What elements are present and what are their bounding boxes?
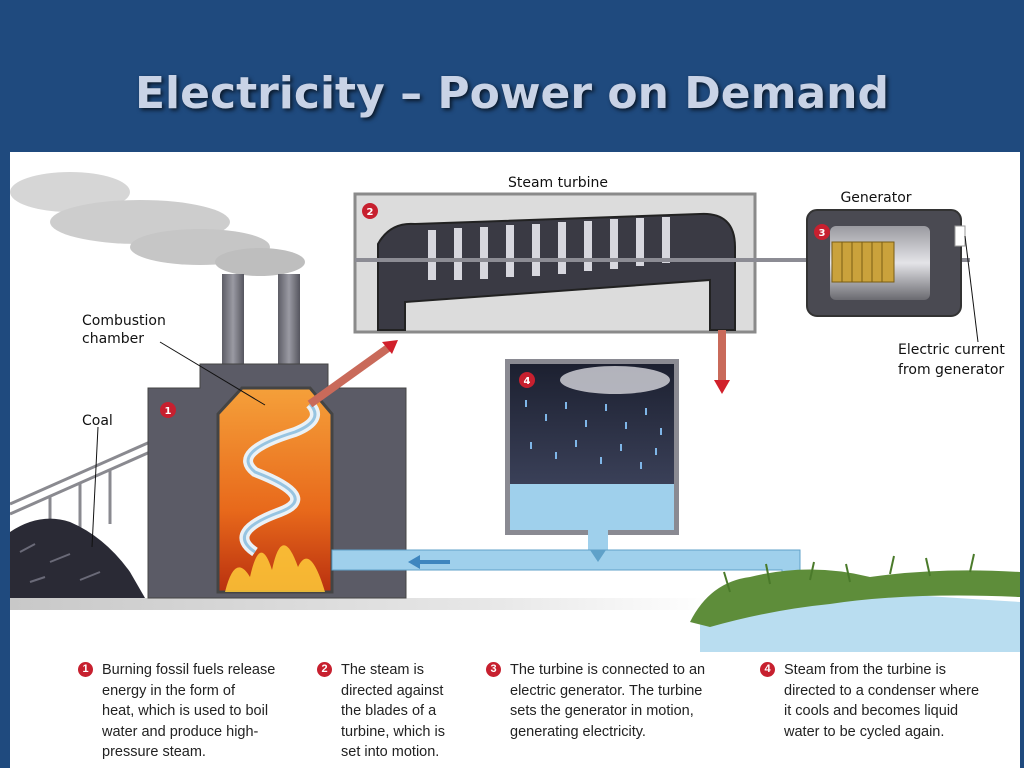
caption-2-line: set into motion. — [341, 744, 440, 760]
flames — [225, 545, 325, 592]
label-combustion-line1: Combustion — [82, 313, 166, 329]
water-arrow-left — [408, 555, 450, 569]
svg-text:2: 2 — [367, 207, 374, 218]
caption-1-number: 1 — [78, 662, 93, 677]
slide-title: Electricity – Power on Demand — [135, 68, 889, 119]
caption-3-line: electric generator. The turbine — [510, 682, 703, 699]
condensation-drops — [525, 400, 662, 469]
electric-pointer — [964, 235, 979, 343]
caption-3-text: The turbine is connected to an electric … — [510, 660, 705, 742]
condenser-water — [510, 484, 674, 530]
condenser-steam — [560, 366, 670, 394]
caption-2-line: directed against — [341, 682, 444, 699]
diagram-svg: Steam turbine Generator Combustion chamb… — [10, 172, 1020, 652]
caption-1-line: pressure steam. — [102, 744, 206, 760]
caption-3-number: 3 — [486, 662, 501, 677]
svg-text:1: 1 — [165, 406, 172, 417]
caption-1-line: heat, which is used to boil — [102, 703, 269, 719]
turbine-blades — [428, 217, 670, 280]
grass-bank — [690, 569, 1020, 627]
caption-2-line: the blades of a — [341, 703, 437, 719]
power-plant-diagram: Steam turbine Generator Combustion chamb… — [10, 152, 1020, 768]
caption-2-number: 2 — [317, 662, 332, 677]
smokestack-left — [222, 274, 244, 364]
caption-4-line: water to be cycled again. — [784, 723, 945, 740]
caption-2-text: The steam is directed against the blades… — [341, 660, 445, 763]
caption-4-line: Steam from the turbine is — [784, 662, 946, 678]
steam-arrow-down — [714, 380, 730, 394]
water-arrow-down — [590, 550, 606, 562]
label-combustion-line2: chamber — [82, 331, 144, 347]
steam-arrow-up — [382, 340, 398, 354]
caption-1-line: Burning fossil fuels release — [102, 662, 276, 678]
smokestack-right — [278, 274, 300, 364]
ground — [10, 598, 710, 610]
marker-3: 3 — [814, 224, 830, 240]
caption-4-line: it cools and becomes liquid — [784, 703, 959, 719]
grass-blades — [723, 553, 975, 593]
svg-text:4: 4 — [524, 376, 531, 387]
label-coal: Coal — [82, 413, 113, 429]
label-steam-turbine: Steam turbine — [508, 175, 608, 191]
caption-3-line: sets the generator in motion, — [510, 703, 694, 719]
coal-texture — [19, 543, 101, 583]
caption-4-line: directed to a condenser where — [784, 682, 980, 699]
caption-2-line: The steam is — [341, 662, 424, 678]
caption-4-text: Steam from the turbine is directed to a … — [784, 660, 979, 742]
generator-terminal — [954, 225, 966, 247]
caption-2-line: turbine, which is — [341, 723, 445, 740]
caption-1-text: Burning fossil fuels release energy in t… — [102, 660, 275, 763]
marker-2: 2 — [362, 203, 378, 219]
svg-text:3: 3 — [819, 228, 826, 239]
caption-4-number: 4 — [760, 662, 775, 677]
label-electric-line2: from generator — [898, 362, 1004, 378]
coal-pile — [10, 518, 145, 598]
generator-rotor — [831, 241, 895, 283]
caption-1-line: water and produce high- — [102, 723, 259, 740]
marker-4: 4 — [519, 372, 535, 388]
smoke — [10, 172, 305, 276]
label-electric-line1: Electric current — [898, 342, 1005, 358]
caption-1-line: energy in the form of — [102, 682, 235, 699]
caption-3-line: The turbine is connected to an — [510, 662, 706, 678]
marker-1: 1 — [160, 402, 176, 418]
caption-3-line: generating electricity. — [510, 723, 646, 740]
label-generator: Generator — [840, 190, 911, 206]
turbine-body — [377, 212, 736, 331]
coal-pointer — [91, 426, 99, 548]
steam-pipe-to-turbine — [307, 344, 391, 408]
combustion-pointer — [159, 341, 266, 406]
